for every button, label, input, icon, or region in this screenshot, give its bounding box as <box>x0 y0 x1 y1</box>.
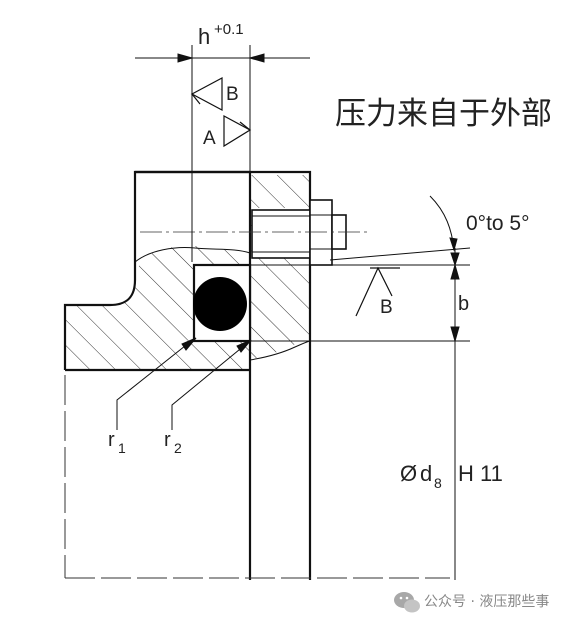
surface-finish-a <box>223 114 252 148</box>
svg-text:2: 2 <box>174 440 182 456</box>
svg-text:d: d <box>420 461 432 486</box>
svg-text:Ø: Ø <box>400 461 417 486</box>
svg-text:H 11: H 11 <box>458 461 503 486</box>
b-label: b <box>458 293 469 315</box>
o-ring-seal <box>193 277 247 331</box>
svg-text:8: 8 <box>434 475 442 491</box>
bolt <box>251 199 347 266</box>
svg-text:r: r <box>108 429 115 451</box>
svg-text:r: r <box>164 429 171 451</box>
surface-finish-b-top <box>190 77 223 111</box>
diameter-label: Ø d 8 H 11 <box>400 461 503 491</box>
datum-b-groove: B <box>380 297 393 318</box>
break-line-right <box>249 340 311 361</box>
svg-text:h: h <box>198 24 210 49</box>
r2-label: r 2 <box>164 429 182 456</box>
svg-text:1: 1 <box>118 440 126 456</box>
r1-label: r 1 <box>108 429 126 456</box>
page-title: 压力来自于外部 <box>335 96 552 132</box>
break-line <box>134 247 251 263</box>
wechat-logo-icon <box>394 592 420 613</box>
surface-finish-b-groove <box>355 266 400 317</box>
svg-text:公众号 · 液压那些事: 公众号 · 液压那些事 <box>424 594 549 610</box>
watermark: 公众号 · 液压那些事 <box>394 592 549 613</box>
h-dimension <box>135 45 310 262</box>
angle-label: 0°to 5° <box>466 212 530 235</box>
svg-text:+0.1: +0.1 <box>214 21 244 38</box>
datum-a: A <box>203 128 216 149</box>
angle-annotation <box>329 195 471 261</box>
radius-leaders <box>116 337 252 430</box>
b-dimension <box>250 248 470 580</box>
datum-b-top: B <box>226 84 239 105</box>
h-dimension-label: h +0.1 <box>198 21 244 49</box>
